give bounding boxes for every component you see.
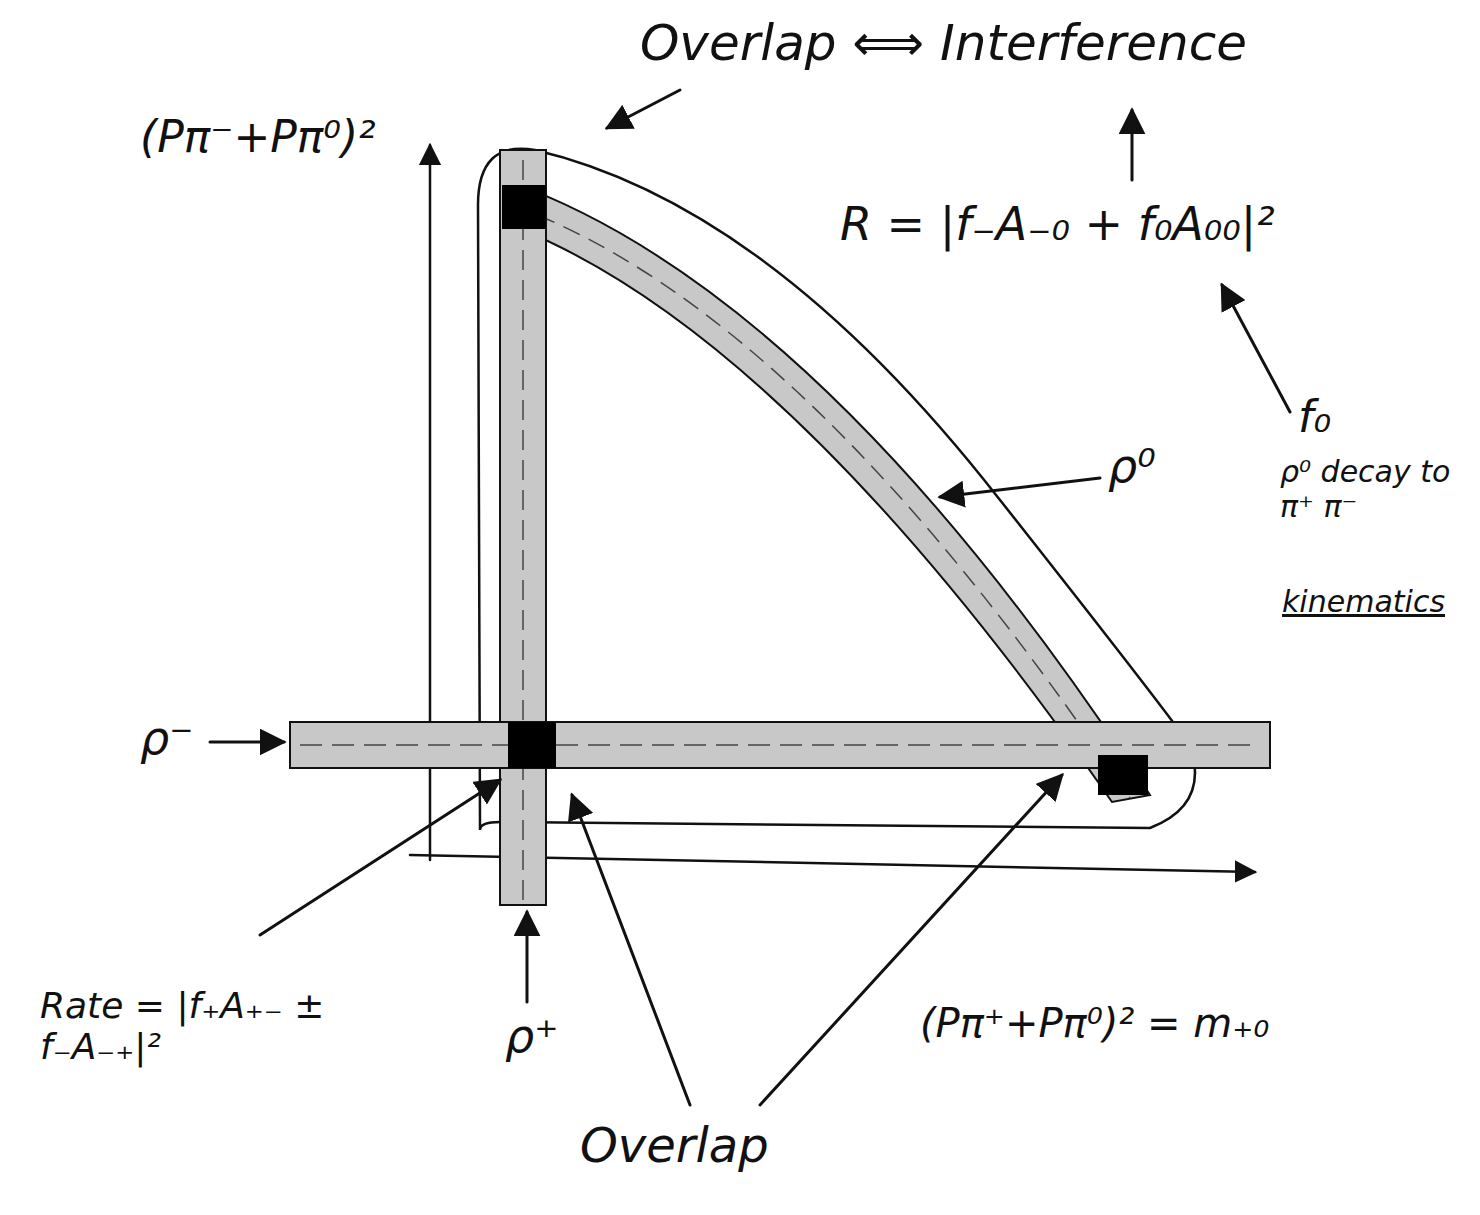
heading-note: Overlap ⟺ Interference [640, 15, 1247, 73]
leader-arrow [1222, 285, 1290, 412]
axis-label: (Pπ⁻+Pπ⁰)² [140, 112, 376, 163]
resonance-label: ρ⁺ [505, 1010, 558, 1063]
band-hatch [522, 160, 524, 900]
leader-arrow [526, 912, 529, 1002]
leader-arrow [210, 741, 284, 744]
formula: Rate = |f₊A₊₋ ± f₋A₋₊|² [40, 985, 380, 1068]
overlap-region [508, 722, 556, 768]
leader-arrow [1131, 110, 1134, 180]
note: kinematics [1282, 585, 1445, 620]
rho-plus-band [500, 150, 546, 905]
overlap-region [1098, 755, 1148, 795]
symbol-label: f₀ [1298, 392, 1331, 443]
leader-arrow [572, 795, 690, 1105]
axis-label: (Pπ⁺+Pπ⁰)² = m₊₀ [920, 1000, 1269, 1046]
formula: R = |f₋A₋₀ + f₀A₀₀|² [840, 198, 1275, 251]
rho0-band [505, 180, 1150, 802]
leader-arrow [940, 478, 1100, 497]
resonance-label: ρ⁰ [1108, 440, 1156, 493]
band-hatch [512, 205, 1130, 798]
band-hatch [300, 744, 1260, 746]
leader-arrow [260, 780, 500, 935]
annotation: Overlap [580, 1118, 769, 1173]
overlap-region [502, 185, 546, 229]
leader-arrow [607, 90, 680, 128]
resonance-label: ρ⁻ [140, 712, 193, 765]
leader-arrow [760, 775, 1062, 1105]
note: ρ⁰ decay to π⁺ π⁻ [1280, 455, 1470, 524]
